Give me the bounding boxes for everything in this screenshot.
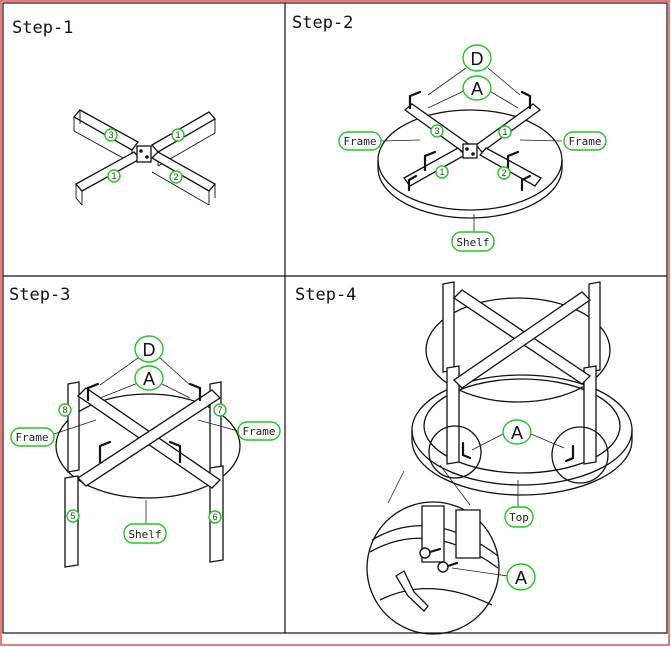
part-number: 7: [217, 405, 222, 415]
shelf-label: Shelf: [456, 236, 489, 249]
frame-label-right: Frame: [568, 135, 601, 148]
step-1-cross-frame: [72, 109, 217, 206]
step-4-detail-circles: [428, 425, 609, 484]
part-number: 1: [502, 127, 507, 137]
step-2-shelf: [377, 109, 563, 219]
hardware-label-a: A: [511, 423, 523, 443]
hardware-label-d: D: [471, 49, 484, 69]
part-number: 3: [434, 126, 439, 136]
hardware-label-d: D: [143, 340, 156, 360]
step-2-part-numbers: 3 1 1 2: [430, 124, 512, 180]
step-4-shelf: [425, 297, 611, 403]
step-4-zoom-detail: [366, 464, 500, 635]
part-number: 2: [173, 172, 178, 182]
top-label: Top: [509, 511, 529, 524]
step-3-title: Step-3: [9, 285, 70, 305]
part-number: 5: [70, 511, 75, 521]
hardware-label-a: A: [143, 369, 155, 389]
step-3-shelf: [55, 393, 241, 499]
step-4-table-top: [411, 374, 633, 496]
step-4-callouts: A Top A: [451, 419, 565, 591]
step-1-panel: Step-1: [12, 18, 217, 206]
part-number: 1: [439, 167, 444, 177]
step-2-panel: Step-2 3 1 1: [292, 13, 607, 252]
step-3-part-numbers: 8 7 5 6: [58, 403, 227, 524]
frame-label-right: Frame: [242, 425, 275, 438]
step-1-title: Step-1: [12, 18, 73, 38]
shelf-label: Shelf: [128, 528, 161, 541]
step-2-cross-frame: [403, 103, 542, 187]
step-3-brackets: [86, 382, 202, 464]
hardware-label-a-detail: A: [515, 568, 527, 588]
step-2-brackets: [407, 90, 532, 192]
frame-label-left: Frame: [343, 135, 376, 148]
step-3-cross-frame: [76, 387, 222, 489]
step-2-title: Step-2: [292, 13, 353, 33]
part-number: 3: [108, 130, 113, 140]
step-3-callouts: D A Frame Frame Shelf: [10, 335, 281, 544]
part-number: 2: [501, 168, 506, 178]
step-3-panel: Step-3 8 7 5 6: [9, 285, 281, 568]
step-4-title: Step-4: [295, 285, 356, 305]
frame-label-left: Frame: [15, 431, 48, 444]
part-number: 1: [111, 171, 116, 181]
part-number: 6: [212, 512, 217, 522]
step-1-part-numbers: 3 1 1 2: [104, 128, 185, 184]
hardware-label-a: A: [471, 79, 483, 99]
part-number: 8: [62, 405, 67, 415]
step-4-legs: [442, 281, 601, 465]
step-4-panel: Step-4: [295, 281, 633, 635]
step-4-cross-frame: [452, 289, 592, 389]
part-number: 1: [175, 130, 180, 140]
step-2-callouts: D A Frame Frame Shelf: [338, 44, 607, 252]
